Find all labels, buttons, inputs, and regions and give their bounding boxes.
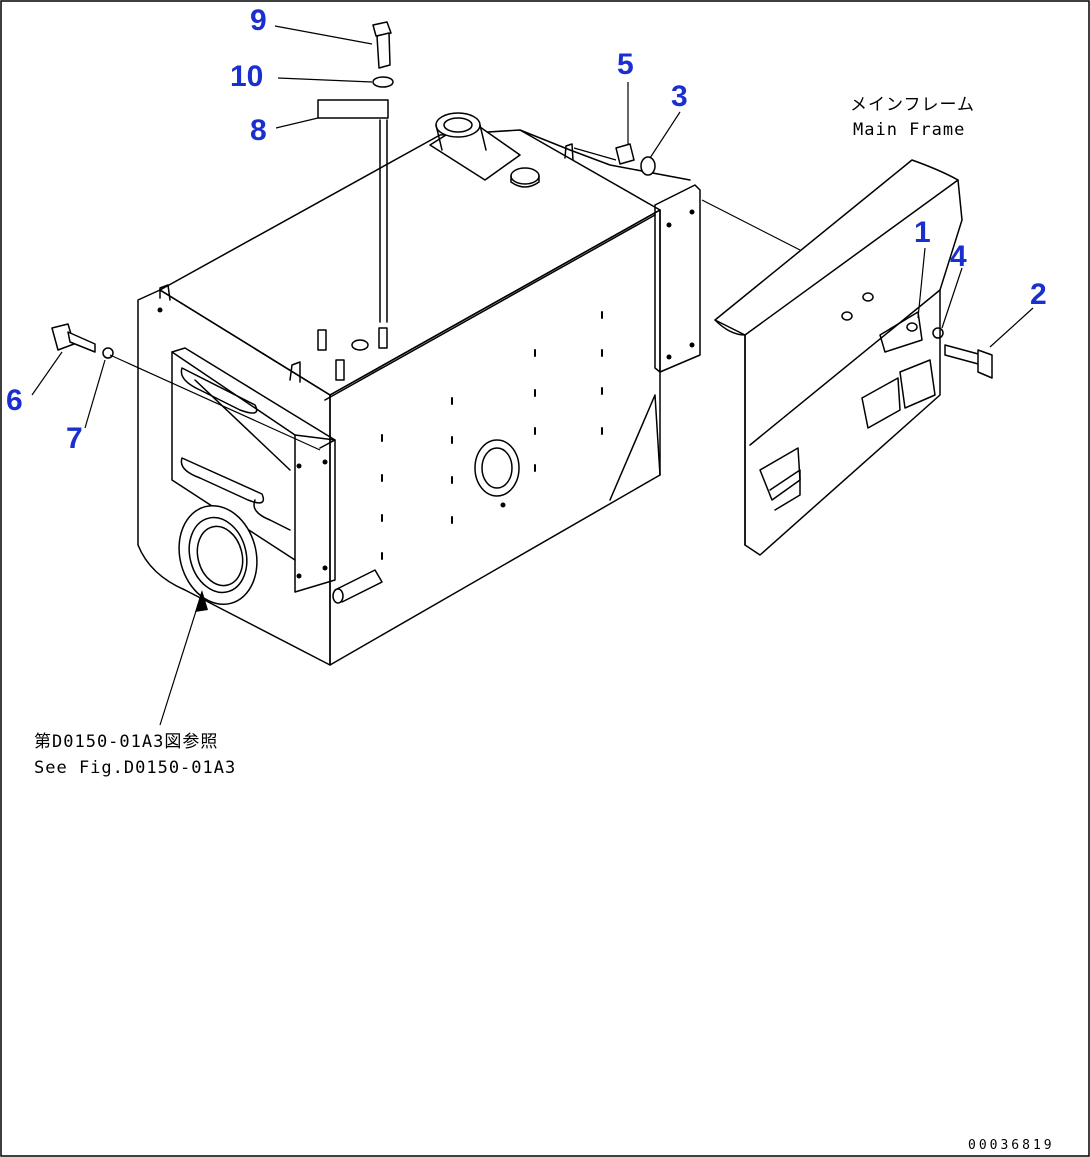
bracket-hole-1 [322,459,328,465]
tank-rear-top-edge [519,129,691,181]
gauge-window [196,525,244,587]
tank-top-cap-body [510,175,540,188]
washer-7 [102,347,114,359]
bracket-slot-lower-2 [253,499,291,531]
callout-6: 6 [6,384,23,417]
side-gauge-drain [500,502,506,508]
bracket-diagonal [194,379,291,471]
callout-10: 10 [230,60,264,93]
main-frame-label-en: Main Frame [853,120,966,140]
filler-neck-sides [435,124,487,151]
frame-hole-3 [906,322,918,332]
frame-plate-1 [879,311,923,353]
assembly-line-rear [701,199,801,251]
callout-5: 5 [617,48,634,81]
frame-outline [714,159,963,556]
collar-3 [640,156,656,176]
lifting-hook-front [289,361,301,383]
plate-8-rod [379,119,388,323]
bracket-slot-upper [180,367,258,414]
rear-bracket-hole-1 [666,222,672,228]
filler-neck-cap [435,112,481,138]
callout-9: 9 [250,4,267,37]
assembly-line-bolt-6 [109,354,321,451]
main-frame [714,159,963,556]
top-pin-2 [378,327,388,349]
drawing-code: 00036819 [968,1138,1055,1153]
gauge-ring [188,516,248,594]
tank-side-gusset [609,394,661,501]
washer-10 [372,76,394,88]
washer-4 [932,327,944,339]
main-frame-label-jp: メインフレーム [850,95,975,115]
bolt-6 [51,323,96,353]
fuel-tank [137,112,701,666]
tank-top-cap [510,167,540,185]
frame-top-flange [714,179,959,336]
top-pin-3 [335,359,345,381]
assembly-line-nut [573,147,617,161]
frame-plate-3 [899,359,936,409]
filler-neck-opening [443,117,473,133]
nut-5 [615,143,635,165]
tank-front-face [137,289,331,666]
plate-8 [317,99,389,119]
side-face-holes [381,311,603,560]
callout-3: 3 [671,80,688,113]
lifting-hook-left [159,284,171,301]
rear-bracket-hole-3 [666,354,672,360]
tank-top-edge [324,214,656,401]
callout-leaders [31,25,1034,429]
top-plug [351,339,369,351]
see-fig-label-en: See Fig.D0150-01A3 [34,758,237,778]
bracket-slot-lower-1 [180,457,265,504]
bracket-hole-2 [296,463,302,469]
see-fig-label-jp: 第D0150-01A3図参照 [34,732,219,752]
tank-top-face [159,129,661,396]
top-pin-1 [317,329,327,351]
side-gauge-window [481,447,513,489]
front-bracket-flange [294,434,336,593]
callout-7: 7 [66,422,83,455]
frame-plate-5 [769,469,801,511]
frame-web-line [749,289,941,446]
rear-bracket-hole-2 [689,209,695,215]
lifting-hook-rear [564,143,574,161]
bolt-2 [944,344,993,379]
bolt-9 [372,21,392,69]
callout-2: 2 [1030,278,1047,311]
rear-bracket-hole-4 [689,342,695,348]
frame-plate-2 [861,377,901,429]
callout-8: 8 [250,114,267,147]
frame-hole-2 [862,292,874,302]
callout-1: 1 [914,216,931,249]
rear-bracket [654,184,701,373]
drain-pipe-end [332,588,344,604]
callout-4: 4 [950,240,967,273]
bracket-hole-3 [322,565,328,571]
see-fig-arrowhead [195,590,208,612]
front-bracket-top [171,347,336,449]
frame-hole-1 [841,311,853,321]
gauge-flange [178,504,258,606]
see-fig-leader [159,591,203,726]
front-face-hole [157,307,163,313]
bracket-hole-4 [296,573,302,579]
